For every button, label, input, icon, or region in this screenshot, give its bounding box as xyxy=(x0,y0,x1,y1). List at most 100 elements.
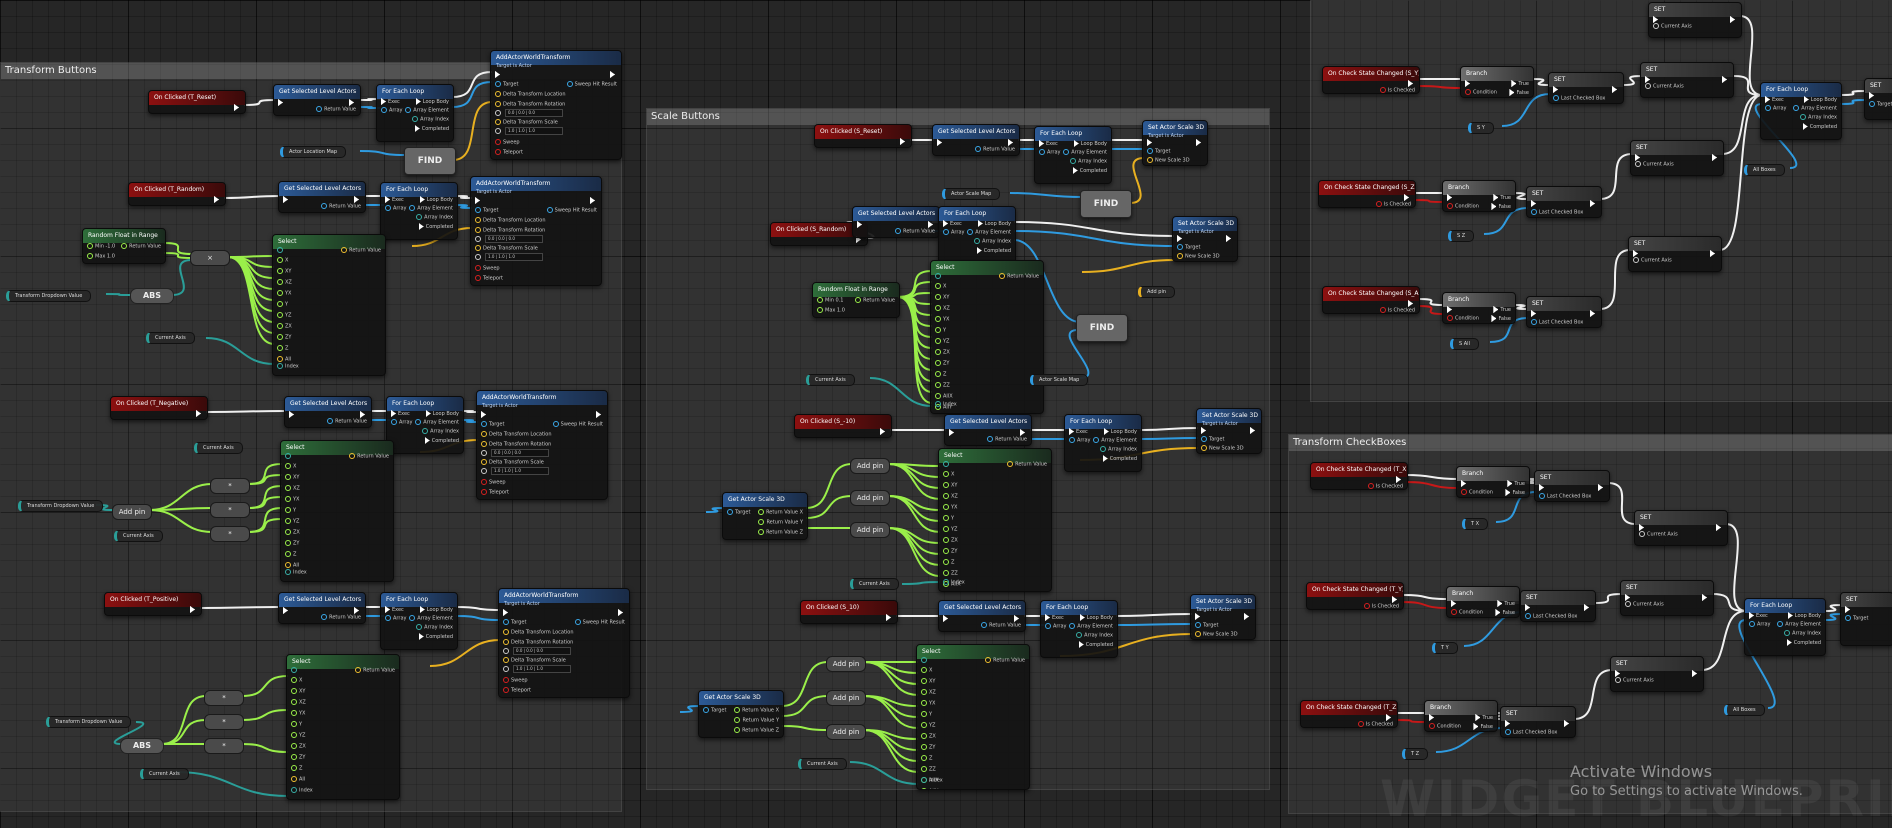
math-node[interactable]: * xyxy=(204,690,244,706)
pin-exec[interactable] xyxy=(1564,720,1571,728)
node-on-check-state-changed-t-z[interactable]: On Check State Changed (T_Z)Is Checked xyxy=(1300,700,1398,728)
pin-exec[interactable] xyxy=(1505,720,1512,728)
pin-array-index[interactable]: Array Index xyxy=(1100,446,1137,454)
node-on-check-state-changed-t-x[interactable]: On Check State Changed (T_X)Is Checked xyxy=(1310,462,1408,490)
variable-s-y[interactable]: S Y xyxy=(1468,122,1494,134)
pin-z[interactable]: Z xyxy=(935,371,946,379)
pin-exec[interactable] xyxy=(943,461,951,469)
pin-exec[interactable]: 1.0 | 1.0 | 1.0 xyxy=(475,253,543,262)
pin-array-element[interactable]: Array Element xyxy=(1777,621,1821,629)
pin-completed[interactable]: Completed xyxy=(977,247,1011,255)
node-on-check-state-changed-s-y[interactable]: On Check State Changed (S_Y)Is Checked xyxy=(1322,66,1420,94)
pin-false[interactable]: False xyxy=(1473,723,1493,731)
pin-loop-body[interactable]: Loop Body xyxy=(978,220,1011,228)
pin-condition[interactable]: Condition xyxy=(1461,489,1493,497)
pin-completed[interactable]: Completed xyxy=(1079,641,1113,649)
pin-completed[interactable]: Completed xyxy=(1787,639,1821,647)
pin-ally[interactable]: AllY xyxy=(921,788,938,790)
pin-is-checked[interactable]: Is Checked xyxy=(1376,201,1411,208)
pin-exec[interactable] xyxy=(289,411,296,419)
pin-yx[interactable]: YX xyxy=(943,504,957,512)
math-node[interactable]: Add pin xyxy=(112,504,152,520)
pin-sweep[interactable]: Sweep xyxy=(481,479,506,487)
pin-return-value-x[interactable]: Return Value X xyxy=(758,509,803,517)
pin-sweep-hit-result[interactable]: Sweep Hit Result xyxy=(567,81,617,89)
pin-last-checked-box[interactable]: Last Checked Box xyxy=(1525,613,1577,621)
pin-exec[interactable] xyxy=(1712,154,1719,162)
pin-target[interactable]: Target xyxy=(1177,244,1200,252)
pin-true[interactable]: True xyxy=(1493,194,1511,202)
pin-index[interactable]: Index xyxy=(943,579,965,587)
pin-delta-transform-location[interactable]: Delta Transform Location xyxy=(495,91,566,99)
pin-teleport[interactable]: Teleport xyxy=(495,149,523,157)
pin-exec[interactable]: 0.0 | 0.0 | 0.0 xyxy=(475,235,543,244)
pin-array[interactable]: Array xyxy=(1069,437,1090,445)
pin-return-value-x[interactable]: Return Value X xyxy=(734,707,779,715)
pin-delta-transform-scale[interactable]: Delta Transform Scale xyxy=(495,119,558,127)
pin-xy[interactable]: XY xyxy=(935,294,949,302)
pin-current-axis[interactable]: Current Axis xyxy=(1635,161,1674,169)
pin-exec[interactable] xyxy=(196,410,203,418)
pin-return-value[interactable]: Return Value xyxy=(985,657,1025,665)
pin-exec[interactable] xyxy=(1845,606,1852,614)
pin-completed[interactable]: Completed xyxy=(1803,123,1837,131)
pin-zy[interactable]: ZY xyxy=(291,754,305,762)
pin-x[interactable]: X xyxy=(291,677,302,685)
pin-exec[interactable] xyxy=(291,667,299,675)
variable-s-all[interactable]: S All xyxy=(1450,338,1479,350)
pin-return-value[interactable]: Return Value xyxy=(975,146,1015,154)
pin-z[interactable]: Z xyxy=(277,345,288,353)
pin-target[interactable]: Target xyxy=(475,207,498,215)
pin-zy[interactable]: ZY xyxy=(921,744,935,752)
variable-current-axis[interactable]: Current Axis xyxy=(140,768,189,780)
pin-current-axis[interactable]: Current Axis xyxy=(1639,531,1678,539)
pin-last-checked-box[interactable]: Last Checked Box xyxy=(1531,319,1583,327)
pin-xz[interactable]: XZ xyxy=(921,689,936,697)
pin-exec[interactable] xyxy=(1722,76,1729,84)
pin-exec[interactable] xyxy=(1612,86,1619,94)
pin-xy[interactable]: XY xyxy=(943,482,957,490)
pin-return-value[interactable]: Return Value xyxy=(349,453,389,461)
pin-return-value[interactable]: Return Value xyxy=(987,436,1027,444)
pin-exec[interactable]: 0.0 | 0.0 | 0.0 xyxy=(503,647,571,656)
pin-exec[interactable] xyxy=(475,197,482,205)
pin-exec[interactable]: Exec xyxy=(1765,96,1784,104)
pin-exec[interactable] xyxy=(283,196,290,204)
pin-return-value[interactable]: Return Value xyxy=(855,297,895,305)
pin-return-value-z[interactable]: Return Value Z xyxy=(734,727,779,735)
pin-index[interactable]: Index xyxy=(935,401,957,409)
pin-exec[interactable] xyxy=(1869,92,1876,100)
pin-is-checked[interactable]: Is Checked xyxy=(1380,307,1415,314)
pin-array-index[interactable]: Array Index xyxy=(1784,630,1821,638)
pin-exec[interactable]: Exec xyxy=(943,220,962,228)
pin-teleport[interactable]: Teleport xyxy=(481,489,509,497)
pin-exec[interactable]: Exec xyxy=(391,410,410,418)
pin-exec[interactable] xyxy=(596,411,603,419)
pin-array-element[interactable]: Array Element xyxy=(1093,437,1137,445)
pin-zx[interactable]: ZX xyxy=(291,743,306,751)
pin-array[interactable]: Array xyxy=(385,615,406,623)
pin-last-checked-box[interactable]: Last Checked Box xyxy=(1531,209,1583,217)
pin-y[interactable]: Y xyxy=(277,301,288,309)
pin-yx[interactable]: YX xyxy=(285,496,299,504)
pin-array-index[interactable]: Array Index xyxy=(1070,158,1107,166)
pin-allx[interactable]: AllX xyxy=(935,393,953,401)
pin-yx[interactable]: YX xyxy=(291,710,305,718)
pin-exec[interactable] xyxy=(1553,86,1560,94)
node-on-clicked-t-negative[interactable]: On Clicked (T_Negative) xyxy=(110,396,208,420)
pin-array[interactable]: Array xyxy=(385,205,406,213)
pin-return-value[interactable]: Return Value xyxy=(981,622,1021,630)
variable-current-axis[interactable]: Current Axis xyxy=(194,442,243,454)
